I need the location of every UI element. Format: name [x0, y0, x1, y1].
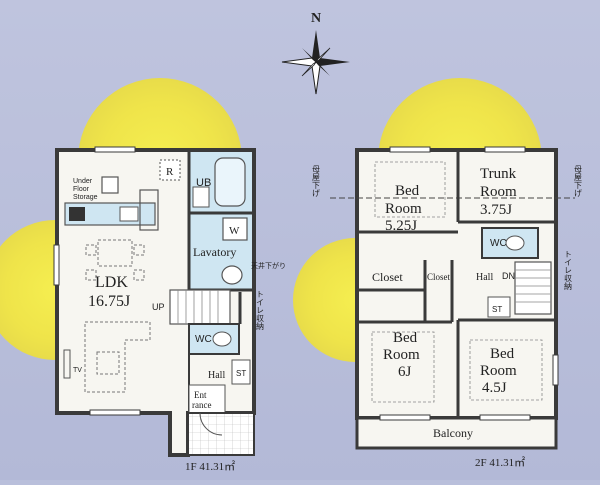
bed1-line3: 5.25J — [385, 218, 417, 234]
compass-rose: N — [281, 11, 350, 95]
underfloor-line1: Under — [73, 178, 93, 185]
stove-icon — [69, 207, 85, 221]
bed2-line1: Bed — [393, 330, 418, 346]
underfloor-line3: Storage — [73, 194, 98, 201]
bed3-line3: 4.5J — [482, 380, 507, 396]
entrance-line2: rance — [192, 400, 211, 410]
toilet-icon — [212, 331, 232, 347]
1f-toilet-label: WC — [195, 334, 212, 345]
ldk-name: LDK — [95, 274, 128, 291]
balcony-label: Balcony — [433, 426, 473, 440]
lavatory-label: Lavatory — [193, 245, 236, 259]
entrance-line1: Ent — [194, 390, 207, 400]
kitchen-sink-icon — [119, 206, 139, 222]
porch-tiles — [187, 412, 255, 456]
north-label: N — [311, 11, 321, 26]
bed3-line1: Bed — [490, 346, 515, 362]
ceiling-storage-note: 天井下がり — [251, 261, 286, 270]
2f-storage-label: ST — [492, 305, 502, 314]
2f-hall-label: Hall — [476, 272, 493, 283]
floor-2-plan: 母屋下げ 母屋下げ Bed Room 5.25J Trunk Room 3.75… — [312, 146, 583, 469]
ldk-size: 16.75J — [88, 293, 130, 310]
closet-small-label: Closet — [427, 272, 451, 282]
1f-windows — [53, 146, 141, 416]
bed2-line2: Room — [383, 347, 420, 363]
stairs-down-label: DN — [502, 271, 515, 281]
1f-hall-label: Hall — [208, 370, 225, 381]
bathtub-icon — [214, 157, 246, 207]
refrigerator-space — [159, 159, 181, 181]
roof-slope-right: 母屋下げ — [574, 165, 583, 197]
trunk-line2: Room — [480, 184, 517, 200]
refrigerator-label: R — [166, 166, 174, 178]
2f-toilet-icon — [505, 235, 525, 251]
2f-area-caption: 2F 41.31㎡ — [475, 456, 525, 469]
stairs-up-label: UP — [152, 302, 165, 312]
2f-toilet-label: WC — [490, 238, 507, 249]
2f-toilet-storage-note: トイレ収納 — [564, 250, 573, 291]
trunk-line3: 3.75J — [480, 202, 512, 218]
bed3-line2: Room — [480, 363, 517, 379]
underfloor-hatch — [101, 176, 119, 194]
unit-bath-label: UB — [196, 177, 211, 189]
entrance-area — [188, 384, 226, 414]
underfloor-line2: Floor — [73, 186, 90, 193]
1f-toilet-storage-note: トイレ収納 — [256, 290, 265, 331]
entrance-door-swing — [199, 412, 223, 436]
1f-storage-label: ST — [236, 369, 246, 378]
2f-stairs — [514, 261, 552, 315]
1f-storage-box — [231, 359, 251, 385]
tv-label: TV — [73, 367, 82, 374]
closet-large-label: Closet — [372, 270, 403, 284]
washer-label: W — [229, 225, 240, 237]
floor-1-plan: UB W Lavatory 天井下がり Under Floor Storage … — [53, 146, 286, 473]
bed1-line1: Bed — [395, 183, 420, 199]
dining-set — [85, 239, 145, 281]
1f-area-caption: 1F 41.31㎡ — [185, 460, 235, 473]
2f-storage-box — [487, 296, 511, 318]
2f-windows — [379, 146, 559, 421]
bed2-line3: 6J — [398, 364, 412, 380]
washer-icon — [222, 217, 248, 241]
bed1-line2: Room — [385, 201, 422, 217]
1f-stairs — [169, 289, 231, 325]
2f-interior-walls — [357, 150, 556, 418]
balcony-area — [355, 416, 558, 450]
trunk-line1: Trunk — [480, 166, 517, 182]
sink-icon — [221, 265, 243, 285]
sofa-outline — [84, 321, 151, 393]
roof-slope-left: 母屋下げ — [312, 165, 321, 197]
